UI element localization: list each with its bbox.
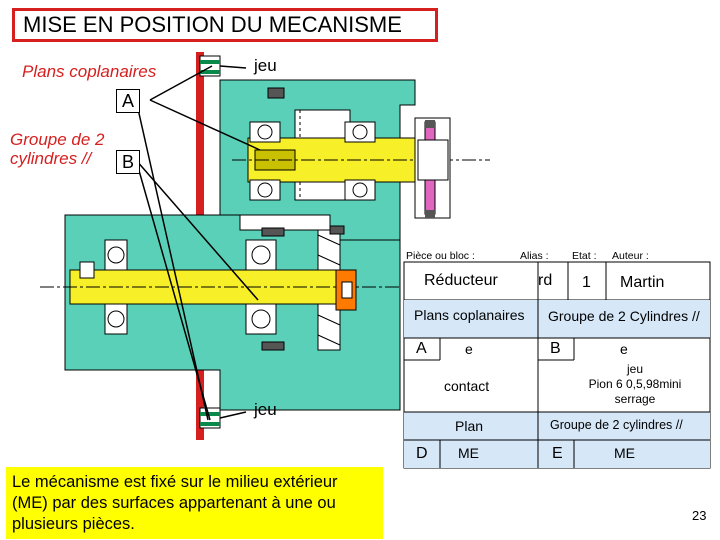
page-title: MISE EN POSITION DU MECANISME	[12, 8, 438, 42]
surface-b-label: Groupe de 2 Cylindres //	[548, 308, 700, 324]
note-box: Le mécanisme est fixé sur le milieu exté…	[6, 467, 383, 539]
jeu-line1: jeu	[626, 362, 643, 376]
hdr-alias: Alias :	[520, 250, 549, 262]
upper-bearing-right	[344, 121, 376, 143]
letter-a: A	[416, 340, 427, 357]
label-groupe-line1: Groupe de 2	[10, 130, 105, 149]
box-a: A	[116, 89, 140, 113]
piece-value: Réducteur	[424, 272, 498, 289]
e-value: ME	[614, 445, 635, 461]
label-jeu-bottom: jeu	[254, 400, 277, 419]
label-groupe-line2: cylindres //	[10, 149, 92, 168]
jeu-line3: serrage	[614, 392, 656, 406]
hdr-auteur: Auteur :	[612, 250, 649, 262]
letter-e: E	[552, 445, 563, 462]
etat-value: 1	[582, 274, 591, 291]
groupe-cyl-label: Groupe de 2 cylindres //	[550, 418, 683, 432]
letter-d: D	[416, 445, 428, 462]
label-jeu-top: jeu	[254, 56, 277, 75]
letter-b-value: e	[620, 341, 628, 357]
auteur-value: Martin	[620, 274, 665, 291]
screw-top	[267, 87, 285, 99]
surface-a-label: Plans coplanaires	[414, 307, 525, 323]
lower-housing	[64, 214, 401, 411]
page-number: 23	[692, 508, 707, 523]
letter-a-value: e	[465, 341, 473, 357]
plan-label: Plan	[455, 418, 484, 434]
jeu-line2: Pion 6 0,5,98mini	[588, 377, 682, 391]
alias-value: rd	[538, 272, 553, 289]
box-b: B	[116, 150, 140, 174]
upper-bearing-left	[249, 121, 281, 143]
lower-bearing-right	[245, 239, 277, 271]
contact-label: contact	[444, 378, 490, 394]
hdr-etat: Etat :	[572, 250, 597, 262]
label-groupe: Groupe de 2 cylindres //	[10, 130, 105, 168]
d-value: ME	[458, 445, 479, 461]
letter-b: B	[550, 340, 561, 357]
hdr-piece: Pièce ou bloc :	[406, 250, 475, 262]
info-table-frame	[403, 261, 711, 301]
jeu-details: jeu Pion 6 0,5,98mini serrage	[560, 362, 710, 407]
label-plans-coplanaires: Plans coplanaires	[22, 62, 157, 81]
lower-bearing-left	[104, 239, 128, 271]
title-text: MISE EN POSITION DU MECANISME	[23, 12, 402, 37]
